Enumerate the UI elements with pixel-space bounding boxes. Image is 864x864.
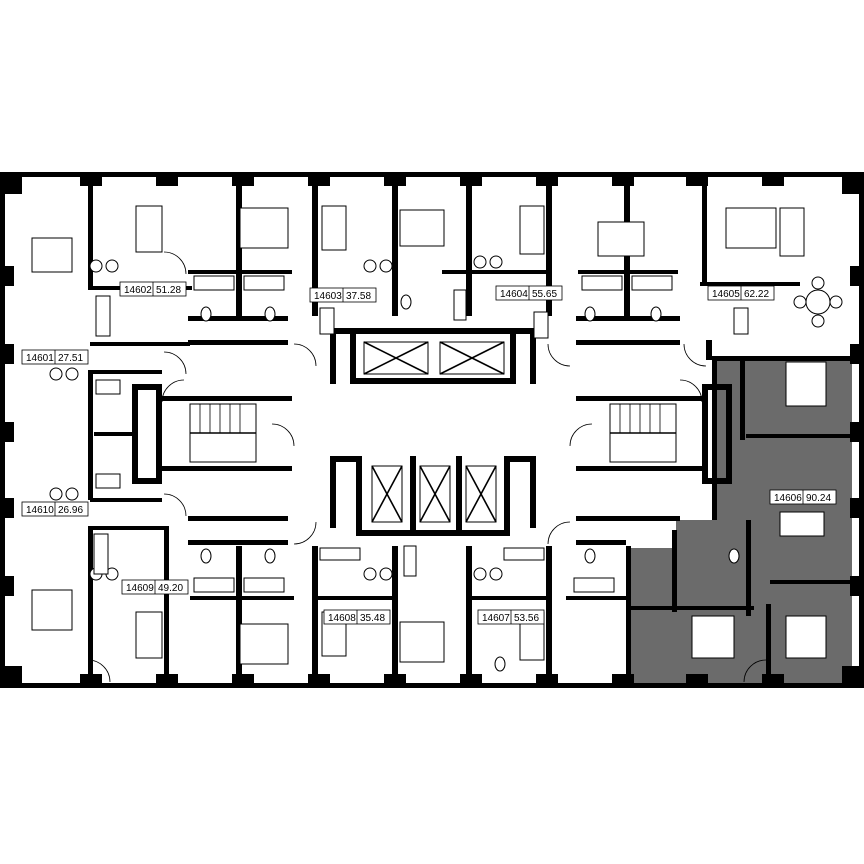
sofa-icon [135, 205, 825, 661]
unit-id: 14608 [328, 613, 356, 624]
unit-label-14601[interactable]: 14601 27.51 [21, 349, 89, 365]
unit-label-14610[interactable]: 14610 26.96 [21, 501, 89, 517]
door-swings [87, 251, 767, 683]
elevator-shaft-icon [363, 341, 505, 523]
unit-id: 14602 [124, 285, 152, 296]
unit-area: 62.22 [744, 289, 769, 300]
unit-label-14607[interactable]: 14607 53.56 [477, 609, 545, 625]
unit-id: 14610 [26, 505, 54, 516]
unit-label-14606[interactable]: 14606 90.24 [769, 489, 837, 505]
unit-area: 49.20 [158, 583, 183, 594]
dining-table-icon [49, 255, 843, 581]
unit-area: 35.48 [360, 613, 385, 624]
unit-id: 14603 [314, 291, 342, 302]
unit-id: 14604 [500, 289, 528, 300]
unit-label-14603[interactable]: 14603 37.58 [309, 287, 377, 303]
unit-14606-highlight[interactable] [626, 358, 852, 684]
unit-area: 90.24 [806, 493, 831, 504]
unit-label-14604[interactable]: 14604 55.65 [495, 285, 563, 301]
staircase-icon [189, 403, 677, 463]
toilet-icon [200, 294, 740, 672]
unit-area: 26.96 [58, 505, 83, 516]
unit-area: 53.56 [514, 613, 539, 624]
building-core [132, 328, 732, 536]
bed-icon [31, 207, 827, 665]
unit-id: 14606 [774, 493, 802, 504]
unit-area: 27.51 [58, 353, 83, 364]
unit-area: 37.58 [346, 291, 371, 302]
facade-columns [0, 172, 864, 688]
unit-id: 14601 [26, 353, 54, 364]
unit-id: 14607 [482, 613, 510, 624]
unit-id: 14605 [712, 289, 740, 300]
unit-area: 51.28 [156, 285, 181, 296]
bathtub-icon [193, 275, 673, 593]
unit-label-14608[interactable]: 14608 35.48 [323, 609, 391, 625]
unit-label-14609[interactable]: 14609 49.20 [121, 579, 189, 595]
unit-label-14605[interactable]: 14605 62.22 [707, 285, 775, 301]
unit-label-14602[interactable]: 14602 51.28 [119, 281, 187, 297]
partition-walls [88, 186, 852, 684]
unit-id: 14609 [126, 583, 154, 594]
unit-area: 55.65 [532, 289, 557, 300]
stove-icon [93, 295, 749, 575]
